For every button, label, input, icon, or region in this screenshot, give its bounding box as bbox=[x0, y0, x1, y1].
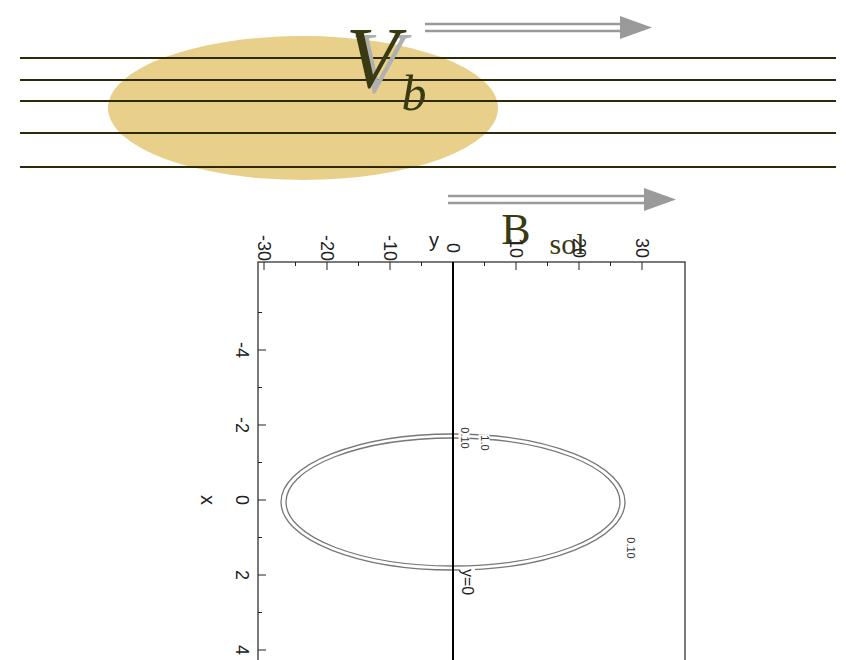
tick-label: 10 bbox=[507, 238, 525, 258]
tick-label: 30 bbox=[633, 238, 651, 258]
velocity-arrow bbox=[425, 16, 652, 39]
tick-label: 2 bbox=[233, 570, 251, 580]
tick-label: 20 bbox=[570, 238, 588, 258]
tick-label: -2 bbox=[233, 417, 251, 433]
axis-title: y bbox=[429, 230, 439, 250]
contour-label: 1.0 bbox=[479, 434, 490, 451]
tick-label: -10 bbox=[381, 235, 399, 261]
tick-label: 0 bbox=[233, 495, 251, 505]
tick-label: -20 bbox=[318, 235, 336, 261]
tick-label: -30 bbox=[255, 235, 273, 261]
tick-label: 4 bbox=[233, 645, 251, 655]
line-label: y=0 bbox=[459, 568, 475, 596]
axis-title: x bbox=[198, 495, 218, 505]
contour-label: 0.10 bbox=[459, 426, 470, 449]
velocity-symbol: V bbox=[346, 15, 399, 101]
tick-label: -4 bbox=[233, 342, 251, 358]
contour-plot bbox=[258, 262, 685, 660]
subscript: b bbox=[402, 68, 427, 118]
field-arrow bbox=[448, 188, 676, 211]
contour-label: 0.10 bbox=[625, 536, 636, 559]
tick-label: 0 bbox=[444, 243, 462, 253]
field-lines bbox=[20, 58, 836, 167]
